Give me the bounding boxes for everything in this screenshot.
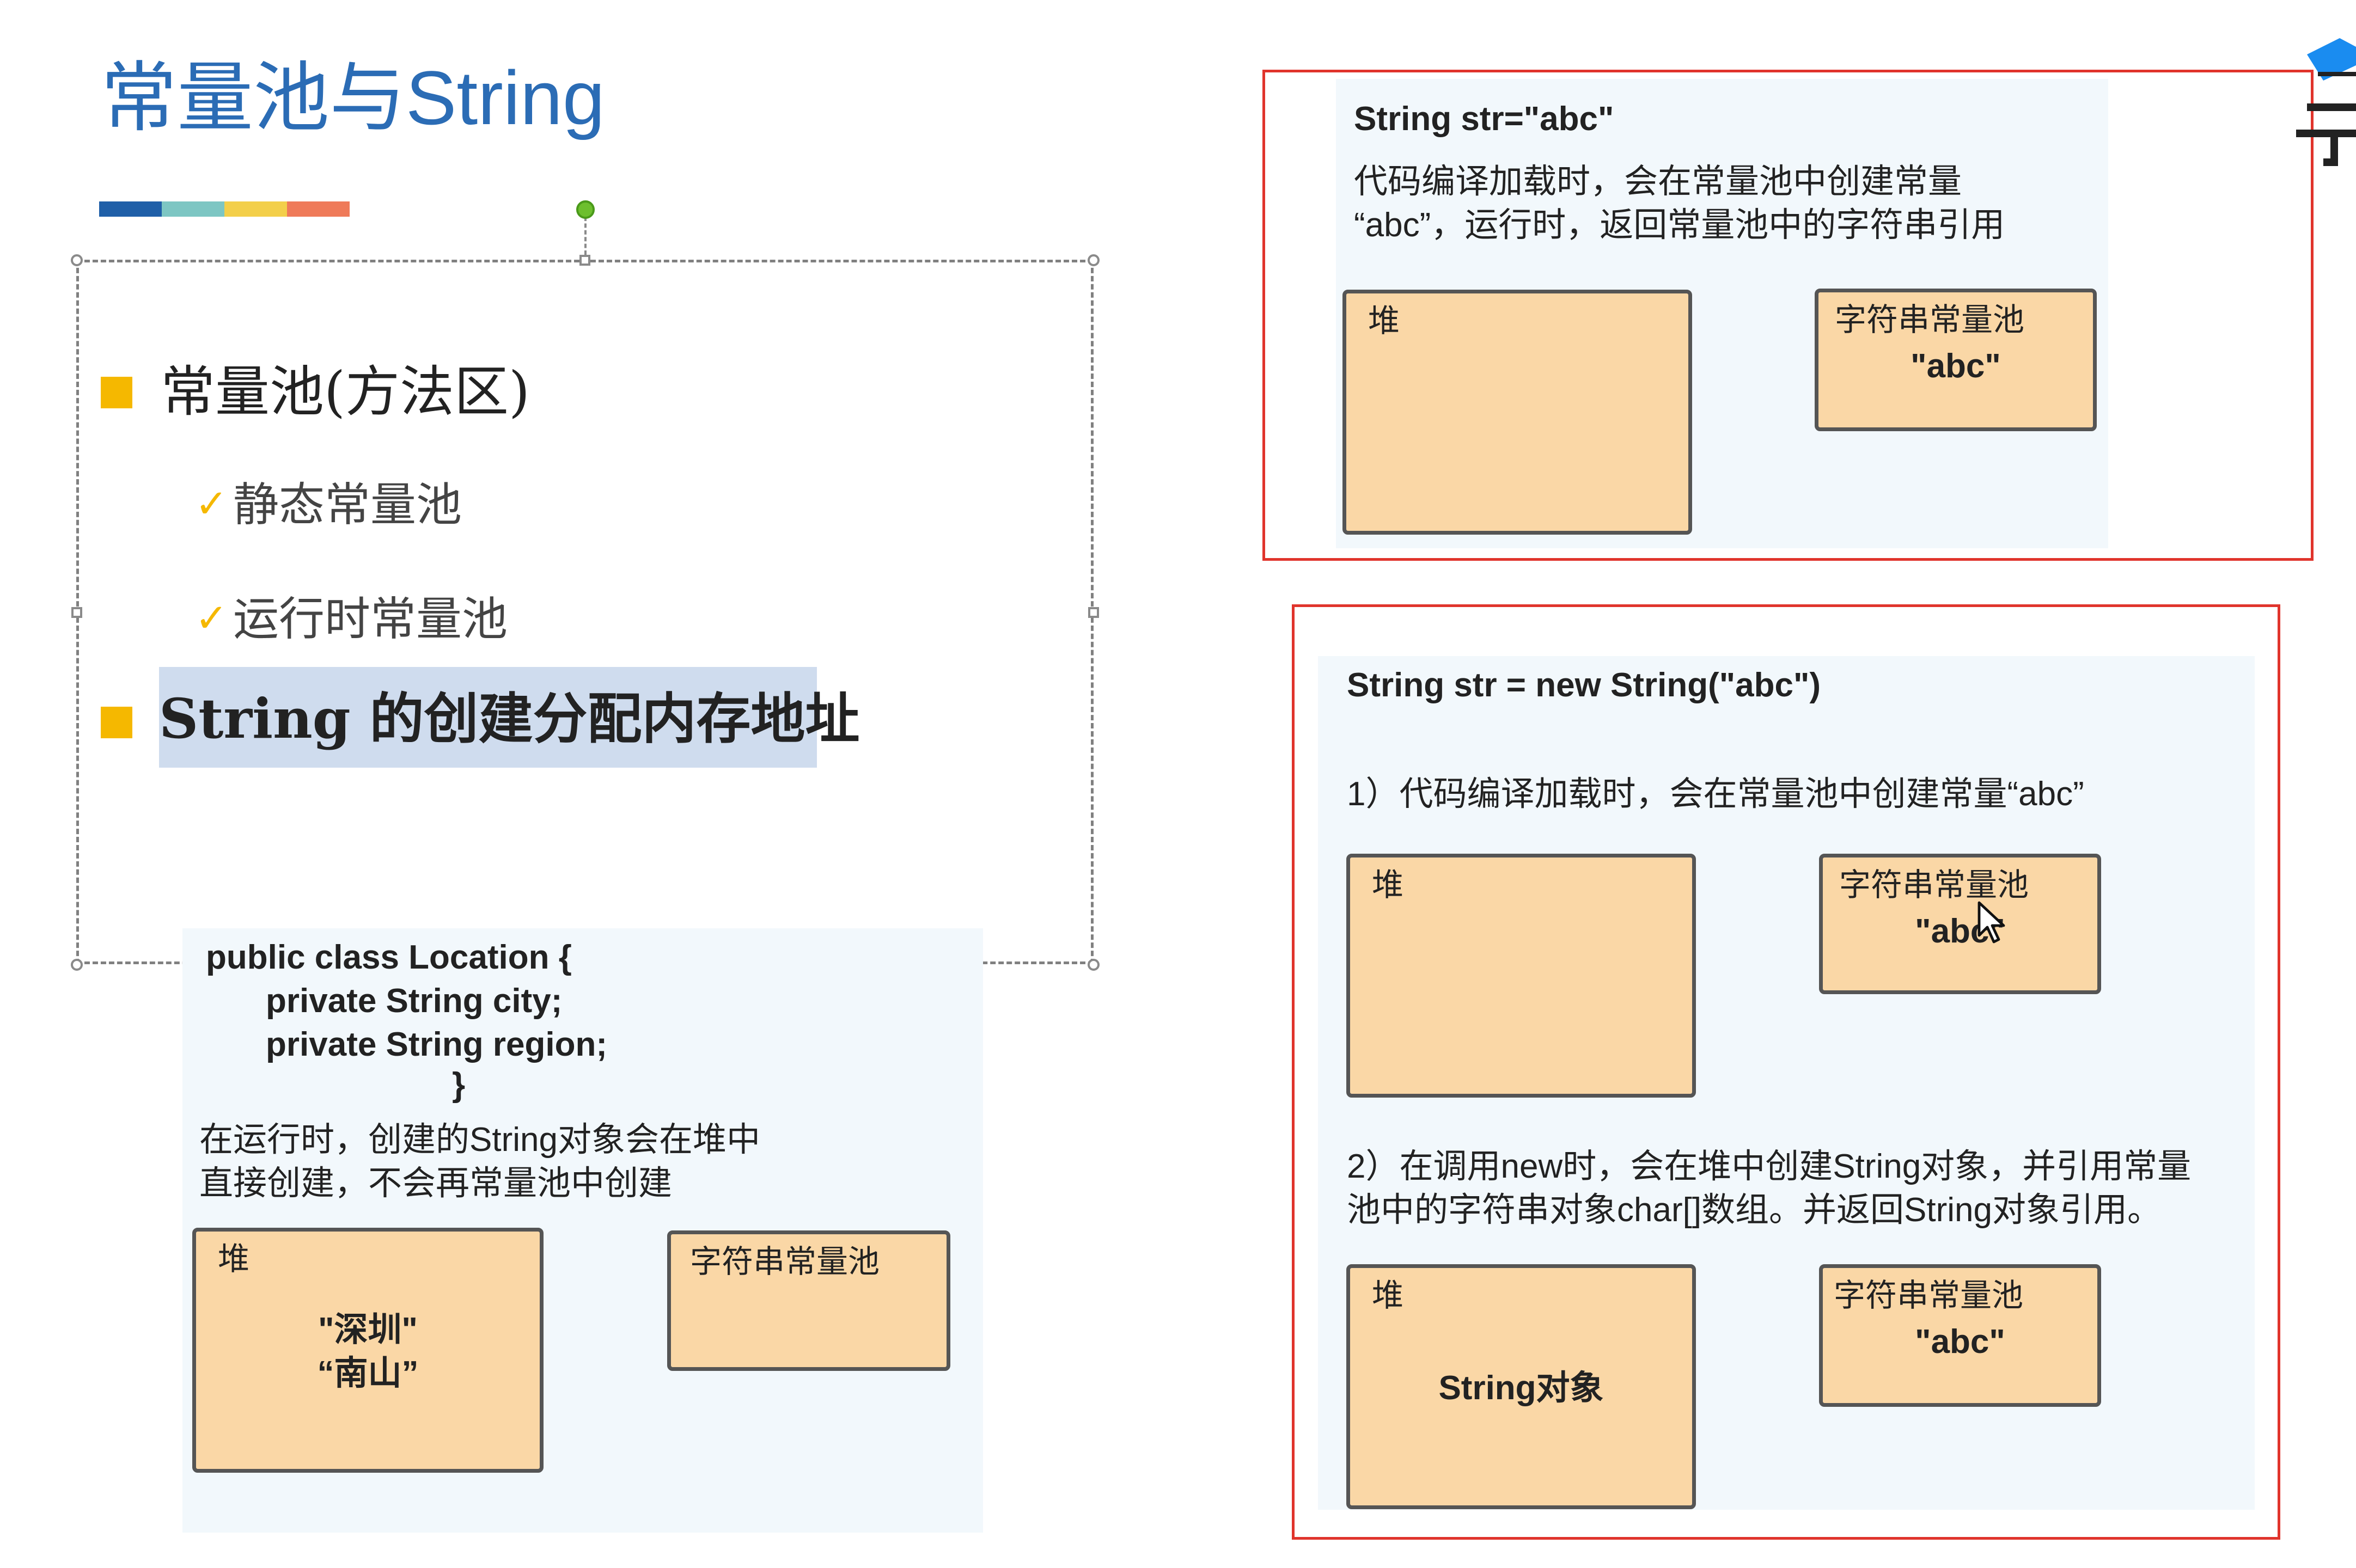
heap-value: String对象 — [1438, 1369, 1604, 1407]
code-line: public class Location { — [206, 939, 572, 976]
check-icon: ✓ — [195, 597, 228, 640]
title-bar-segment — [224, 201, 287, 217]
diagram-description: 在运行时，创建的String对象会在堆中 — [199, 1121, 760, 1159]
string-pool-box: 字符串常量池 — [667, 1230, 950, 1371]
bullet-constant-pool: 常量池(方法区) — [161, 360, 530, 424]
resize-handle-bottom-right[interactable] — [1088, 959, 1100, 971]
code-line: private String region; — [266, 1026, 607, 1063]
step-description: 池中的字符串对象char[]数组。并返回String对象引用。 — [1347, 1191, 2162, 1229]
logo-glyph-icon — [2296, 103, 2356, 166]
resize-handle-top-right[interactable] — [1088, 254, 1100, 266]
heap-box: 堆 — [1346, 854, 1696, 1098]
pool-label: 字符串常量池 — [1839, 867, 2029, 903]
rotate-handle-stem — [584, 217, 587, 255]
resize-handle-top-left[interactable] — [71, 254, 83, 266]
bullet-string-allocation: String 的创建分配内存地址 — [159, 687, 860, 751]
code-line: String str = new String("abc") — [1347, 666, 1821, 704]
bullet-marker — [101, 377, 132, 408]
diagram-description: “abc”，运行时，返回常量池中的字符串引用 — [1354, 206, 2005, 244]
heap-box: 堆 String对象 — [1346, 1264, 1696, 1509]
resize-handle-bottom-left[interactable] — [71, 959, 83, 971]
graduation-cap-icon — [2307, 38, 2356, 81]
text-highlight — [159, 667, 817, 768]
diagram-description: 直接创建，不会再常量池中创建 — [199, 1165, 673, 1202]
diagram-literal-frame — [1262, 70, 2314, 561]
resize-handle-right[interactable] — [1088, 607, 1099, 618]
heap-box: 堆 — [1342, 290, 1692, 535]
pool-label: 字符串常量池 — [1835, 302, 2025, 338]
pool-value: "abc" — [1911, 347, 2001, 385]
step-description: 2）在调用new时，会在堆中创建String对象，并引用常量 — [1347, 1148, 2192, 1185]
heap-value: “南山” — [317, 1355, 419, 1392]
string-pool-box: 字符串常量池 "abc" — [1815, 289, 2097, 431]
pool-label: 字符串常量池 — [1834, 1278, 2024, 1313]
string-pool-box: 字符串常量池 "abc" — [1819, 1264, 2101, 1407]
title-color-bar — [99, 201, 350, 217]
bullet-marker — [101, 707, 132, 738]
pool-value: "abc" — [1915, 912, 2005, 950]
diagram-description: 代码编译加载时，会在常量池中创建常量 — [1354, 163, 1962, 200]
title-bar-segment — [162, 201, 224, 217]
check-icon: ✓ — [195, 482, 228, 526]
resize-handle-left[interactable] — [71, 607, 82, 618]
heap-label: 堆 — [1368, 303, 1400, 339]
rotate-handle[interactable] — [576, 200, 595, 219]
slide-title: 常量池与String — [101, 55, 605, 140]
code-line: } — [452, 1066, 466, 1104]
heap-label: 堆 — [1372, 1278, 1404, 1313]
sub-bullet-static-pool: 静态常量池 — [233, 478, 462, 531]
code-line: private String city; — [266, 982, 563, 1020]
sub-bullet-runtime-pool: 运行时常量池 — [233, 592, 508, 646]
string-pool-box: 字符串常量池 "abc" — [1819, 854, 2101, 994]
heap-label: 堆 — [218, 1241, 250, 1277]
heap-value: "深圳" — [318, 1311, 418, 1349]
code-line: String str="abc" — [1354, 100, 1614, 138]
pool-label: 字符串常量池 — [690, 1244, 880, 1279]
diagram-new-frame — [1292, 604, 2280, 1540]
title-bar-segment — [287, 201, 350, 217]
pool-value: "abc" — [1915, 1323, 2005, 1361]
heap-label: 堆 — [1372, 867, 1404, 903]
step-description: 1）代码编译加载时，会在常量池中创建常量“abc” — [1347, 775, 2084, 813]
title-bar-segment — [99, 201, 162, 217]
heap-box: 堆 "深圳" “南山” — [192, 1228, 544, 1473]
resize-handle-top[interactable] — [579, 255, 590, 266]
cursor-icon — [1977, 901, 2005, 944]
